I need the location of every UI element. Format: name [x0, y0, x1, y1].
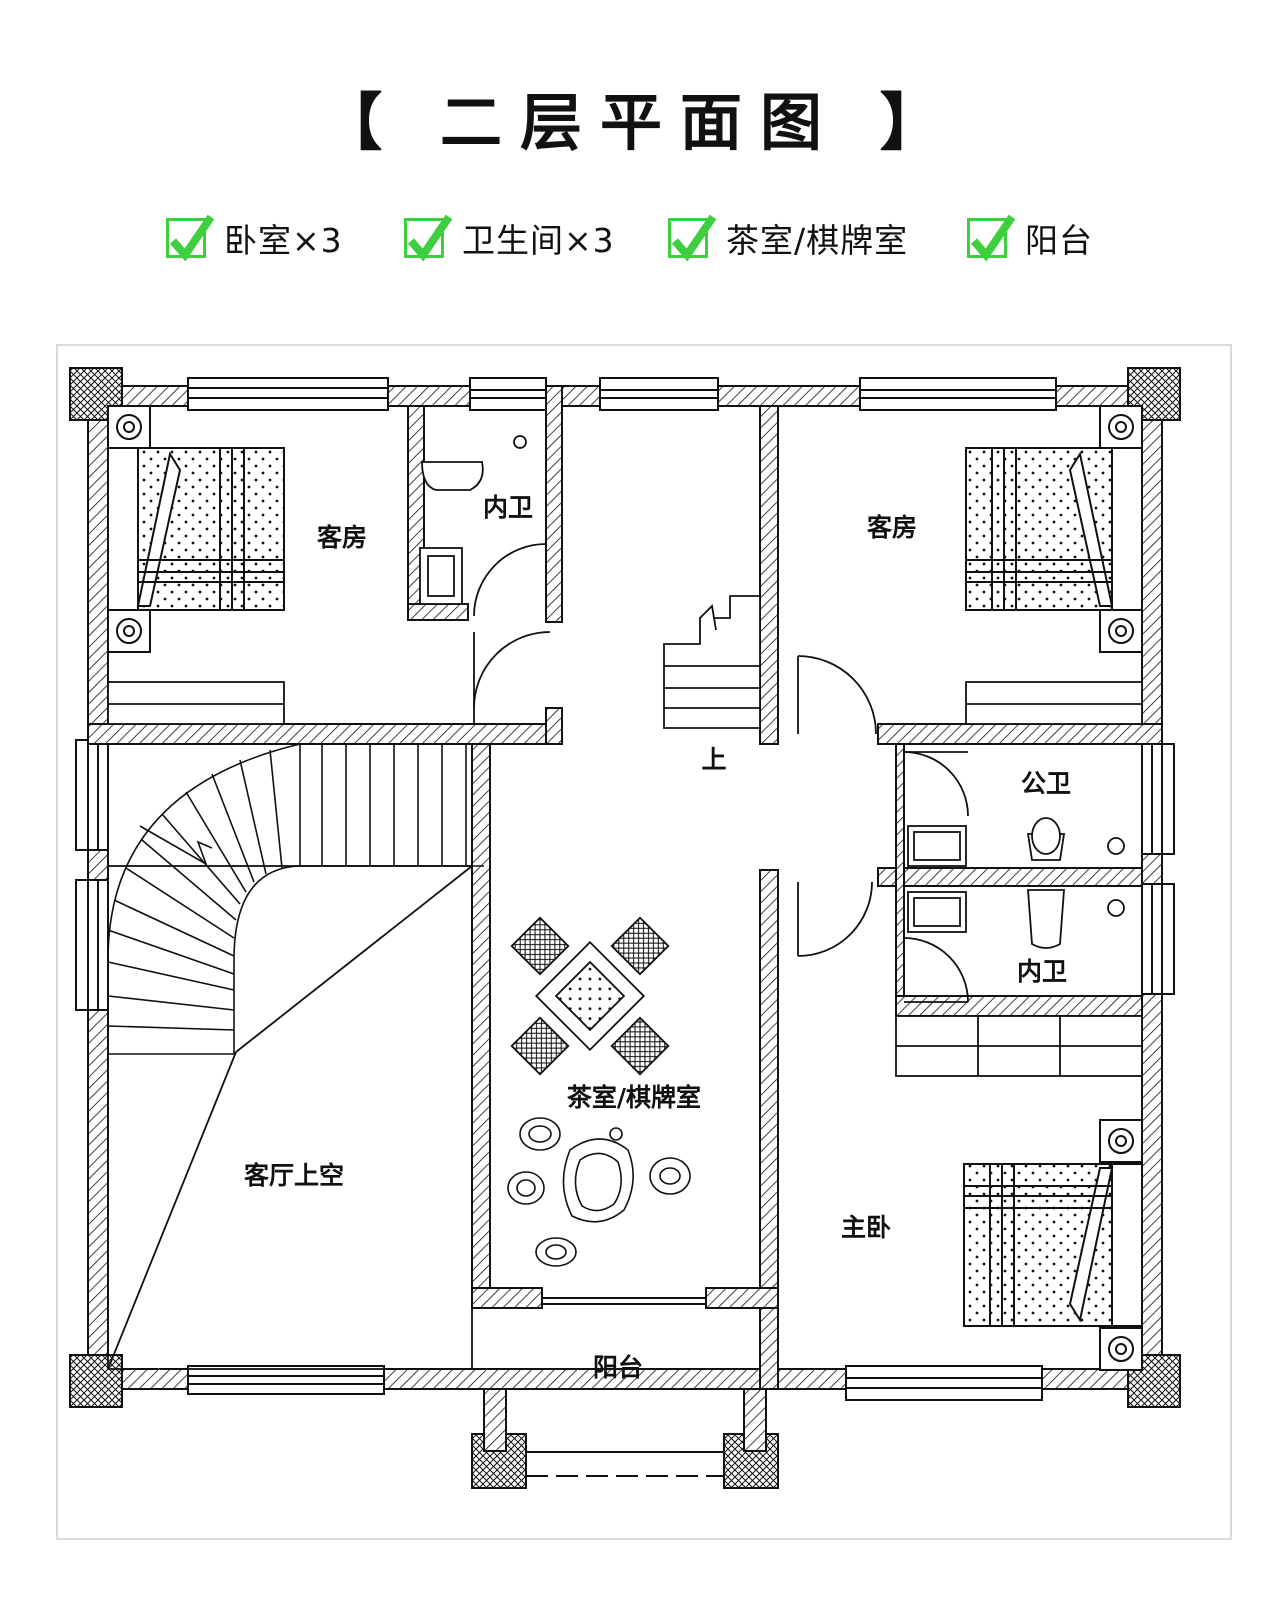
feature-label: 卫生间×3 — [462, 221, 615, 260]
feature-list: 卧室×3 卫生间×3 茶室/棋牌室 阳台 — [0, 212, 1280, 272]
room-guest-left: 客房 — [317, 523, 367, 552]
wardrobes — [107, 681, 1143, 1077]
checkbox-icon — [404, 214, 453, 262]
feature-bedrooms: 卧室×3 — [166, 212, 343, 264]
checkbox-icon — [166, 214, 215, 262]
balcony-rail — [526, 1297, 724, 1477]
spiral-staircase — [107, 743, 484, 1055]
bed-right — [965, 405, 1143, 653]
doors — [473, 543, 969, 1003]
bathroom-fixtures — [419, 435, 1125, 949]
room-tea: 茶室/棋牌室 — [567, 1083, 701, 1112]
page-title: 【 二层平面图 】 — [320, 86, 960, 159]
windows — [75, 377, 1175, 1401]
room-labels: 客房 内卫 客房 上 公卫 内卫 茶室/棋牌室 客厅上空 主卧 阳台 — [244, 493, 1071, 1382]
feature-bathrooms: 卫生间×3 — [404, 212, 615, 264]
tea-table — [510, 916, 670, 1076]
room-master: 主卧 — [841, 1213, 891, 1242]
room-public-bath: 公卫 — [1021, 769, 1071, 798]
checkbox-icon — [967, 214, 1016, 262]
feature-tea-room: 茶室/棋牌室 — [668, 212, 908, 264]
room-guest-right: 客房 — [867, 513, 917, 542]
room-bath-right: 内卫 — [1017, 957, 1067, 986]
feature-balcony: 阳台 — [967, 212, 1093, 264]
staircase-up — [663, 595, 761, 729]
feature-label: 卧室×3 — [224, 221, 343, 260]
rock-garden — [507, 1117, 691, 1267]
feature-label: 茶室/棋牌室 — [726, 221, 909, 260]
floor-plan-frame — [56, 344, 1232, 1540]
bed-master — [963, 1119, 1143, 1371]
room-bath-left: 内卫 — [483, 493, 533, 522]
room-living-void: 客厅上空 — [244, 1161, 344, 1190]
stair-up-label: 上 — [701, 745, 726, 774]
checkbox-icon — [668, 214, 717, 262]
living-void — [107, 865, 473, 1370]
bed-left — [107, 405, 285, 653]
feature-label: 阳台 — [1025, 221, 1093, 260]
room-balcony: 阳台 — [593, 1353, 643, 1382]
